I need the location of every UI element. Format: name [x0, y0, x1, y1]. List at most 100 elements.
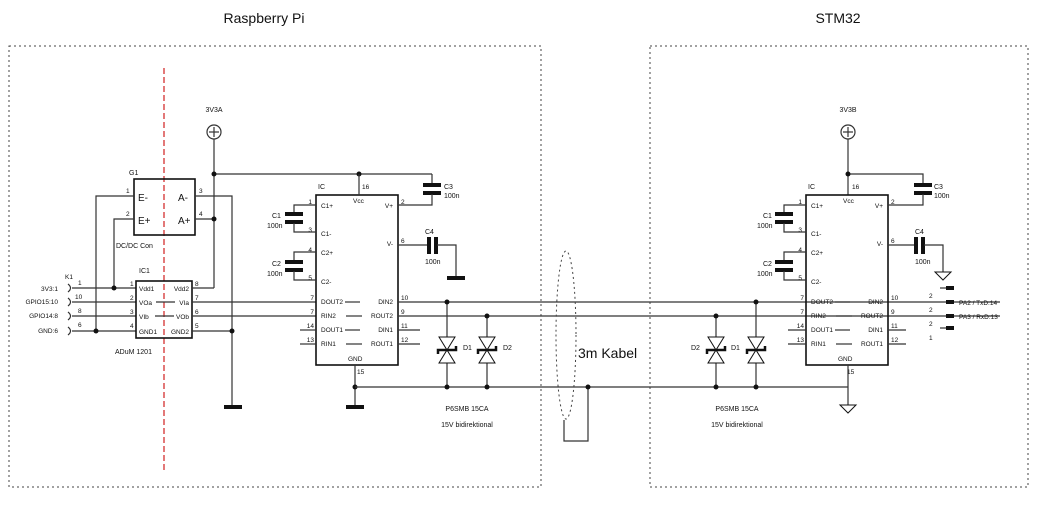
pin-number: 15	[357, 369, 365, 376]
ground-icon	[838, 404, 858, 414]
pin-number: 1	[798, 199, 802, 206]
capacitor-ref: C2	[763, 261, 772, 268]
ground-icon	[933, 271, 953, 281]
connector-pin-icon	[946, 314, 954, 318]
pin-number: 7	[310, 295, 314, 302]
pin-label: A+	[178, 216, 191, 227]
pin-number: 2	[929, 293, 933, 300]
connector-ref: K1	[65, 274, 73, 281]
connector-pin-icon	[67, 297, 72, 307]
supply-3v3b-label: 3V3B	[839, 107, 856, 114]
pin-label: C2-	[321, 279, 331, 286]
connector-pin-label: GND:6	[38, 328, 58, 335]
pin-label: C1-	[321, 231, 331, 238]
pin-label: VOa	[139, 300, 152, 307]
stm32-connector: 2 2 2 1 PA2 / TxD:14 PA3 / RxD:13	[929, 286, 998, 342]
isolator-ref: IC1	[139, 268, 150, 275]
pin-label: DOUT1	[321, 327, 343, 334]
supply-3v3a: 3V3A	[205, 107, 223, 140]
pin-label: DOUT1	[811, 327, 833, 334]
ground-icon	[346, 405, 364, 409]
pin-label: V-	[387, 241, 393, 248]
tvs-diode-d1-icon	[745, 336, 767, 364]
connector-pin-icon	[67, 326, 72, 336]
diode-ref: D1	[463, 345, 472, 352]
pin-label: DOUT2	[321, 299, 343, 306]
pin-label: RIN1	[811, 341, 826, 348]
pin-label: DOUT2	[811, 299, 833, 306]
pin-number: 1	[308, 199, 312, 206]
pin-number: 3	[798, 227, 802, 234]
pin-number: 5	[195, 323, 199, 330]
pin-number: 2	[401, 199, 405, 206]
cable-3m: 3m Kabel	[555, 250, 637, 442]
ground-icon	[447, 276, 465, 280]
pin-label: DIN1	[378, 327, 393, 334]
pin-number: 3	[130, 309, 134, 316]
capacitor-value: 100n	[267, 223, 283, 230]
pin-number: 4	[130, 323, 134, 330]
pin-number: 8	[195, 281, 199, 288]
connector-pin-label: 3V3:1	[41, 286, 58, 293]
pin-label: E+	[138, 216, 151, 227]
raspberry-pi-frame	[8, 45, 542, 488]
pin-label: Vcc	[353, 198, 365, 205]
capacitor-value: 100n	[444, 193, 460, 200]
pin-label: Vdd1	[139, 286, 155, 293]
pin-number: 5	[798, 275, 802, 282]
pin-label: DIN1	[868, 327, 883, 334]
diode-ref: D2	[691, 345, 700, 352]
pin-number: 5	[308, 275, 312, 282]
pin-label: RIN1	[321, 341, 336, 348]
pin-number: 7	[800, 309, 804, 316]
diode-desc: 15V bidirektional	[441, 422, 493, 429]
pin-number: 3	[199, 188, 203, 195]
pin-number: 4	[308, 247, 312, 254]
pin-number: 9	[401, 309, 405, 316]
pin-number: 12	[891, 337, 899, 344]
pin-number: 14	[307, 323, 315, 330]
diode-ref: D2	[503, 345, 512, 352]
pin-label: VIa	[179, 300, 189, 307]
diode-part: P6SMB 15CA	[715, 406, 759, 413]
capacitor-ref: C3	[444, 184, 453, 191]
pin-label: C1+	[321, 203, 333, 210]
pin-number: 10	[891, 295, 899, 302]
stm32-title: STM32	[815, 10, 860, 26]
pin-label: Vdd2	[174, 286, 190, 293]
capacitor-value: 100n	[757, 271, 773, 278]
pin-number: 2	[126, 211, 130, 218]
pin-label: C2+	[321, 250, 333, 257]
pin-number: 6	[401, 238, 405, 245]
capacitor-value: 100n	[915, 259, 931, 266]
supply-3v3b: 3V3B	[839, 107, 857, 140]
connector-pin-label: PA2 / TxD:14	[959, 300, 997, 307]
pin-number: 7	[310, 309, 314, 316]
pin-label: V+	[385, 203, 393, 210]
pin-number: 13	[797, 337, 805, 344]
pin-label: GND	[838, 356, 853, 363]
dcdc-ref: G1	[129, 170, 138, 177]
capacitor-ref: C2	[272, 261, 281, 268]
connector-pin-label: GPIO14:8	[29, 313, 58, 320]
pin-number: 8	[78, 308, 82, 315]
transceiver-left: IC 16 Vcc GND 15 C1+ C1- C2+ C2- DOUT2 R…	[307, 184, 409, 376]
pin-number: 3	[308, 227, 312, 234]
supply-3v3a-label: 3V3A	[205, 107, 222, 114]
capacitor-ref: C1	[272, 213, 281, 220]
pin-number: 7	[195, 295, 199, 302]
cable-label: 3m Kabel	[578, 345, 637, 361]
raspberry-pi-title: Raspberry Pi	[224, 10, 305, 26]
pin-label: GND	[348, 356, 363, 363]
pin-number: 7	[800, 295, 804, 302]
connector-pin-icon	[946, 300, 954, 304]
pin-label: Vcc	[843, 198, 855, 205]
pin-number: 4	[798, 247, 802, 254]
connector-k1: K1 3V3:1 GPIO15:10 GPIO14:8 GND:6 1 10 8…	[25, 274, 83, 336]
ground-icon	[224, 405, 242, 409]
isolator-ic1: IC1 Vdd1 VOa VIb GND1 Vdd2 VIa VOb GND2 …	[115, 268, 199, 356]
pin-number: 10	[75, 294, 83, 301]
pin-label: ROUT1	[861, 341, 883, 348]
pin-number: 6	[78, 322, 82, 329]
